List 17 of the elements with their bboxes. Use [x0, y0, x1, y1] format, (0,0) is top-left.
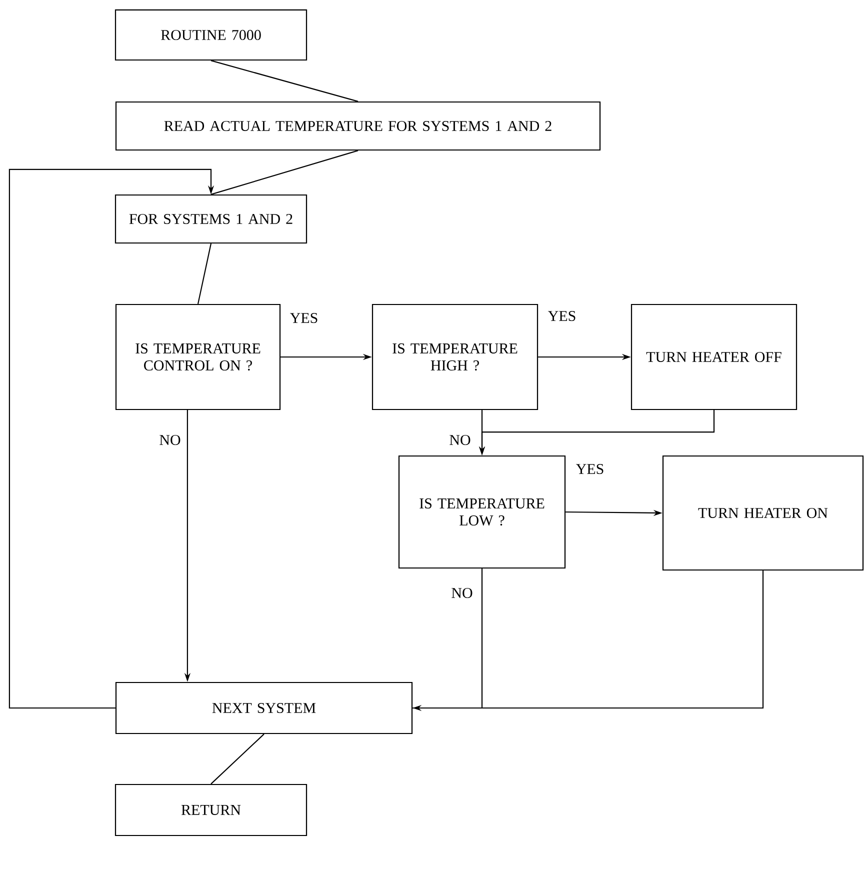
arrow — [8, 168, 214, 709]
process-box: IS TEMPERATURE HIGH ? — [372, 304, 538, 410]
edge-label: NO — [158, 434, 182, 446]
process-box: FOR SYSTEMS 1 AND 2 — [114, 194, 308, 244]
process-box: READ ACTUAL TEMPERATURE FOR SYSTEMS 1 AND 2 — [115, 101, 601, 151]
process-box: IS TEMPERATURE CONTROL ON ? — [115, 304, 281, 410]
process-box: RETURN — [114, 784, 308, 836]
edge-label: YES — [574, 462, 606, 476]
process-box: ROUTINE 7000 — [114, 9, 308, 61]
process-box: TURN HEATER ON — [662, 455, 864, 571]
process-box: IS TEMPERATURE LOW ? — [398, 455, 566, 569]
process-box: NEXT SYSTEM — [115, 682, 413, 734]
edge-label: NO — [448, 434, 472, 446]
edge-label: YES — [288, 312, 320, 324]
process-box: TURN HEATER OFF — [630, 304, 798, 410]
edge-label: YES — [546, 310, 578, 322]
edge-label: NO — [450, 586, 474, 600]
